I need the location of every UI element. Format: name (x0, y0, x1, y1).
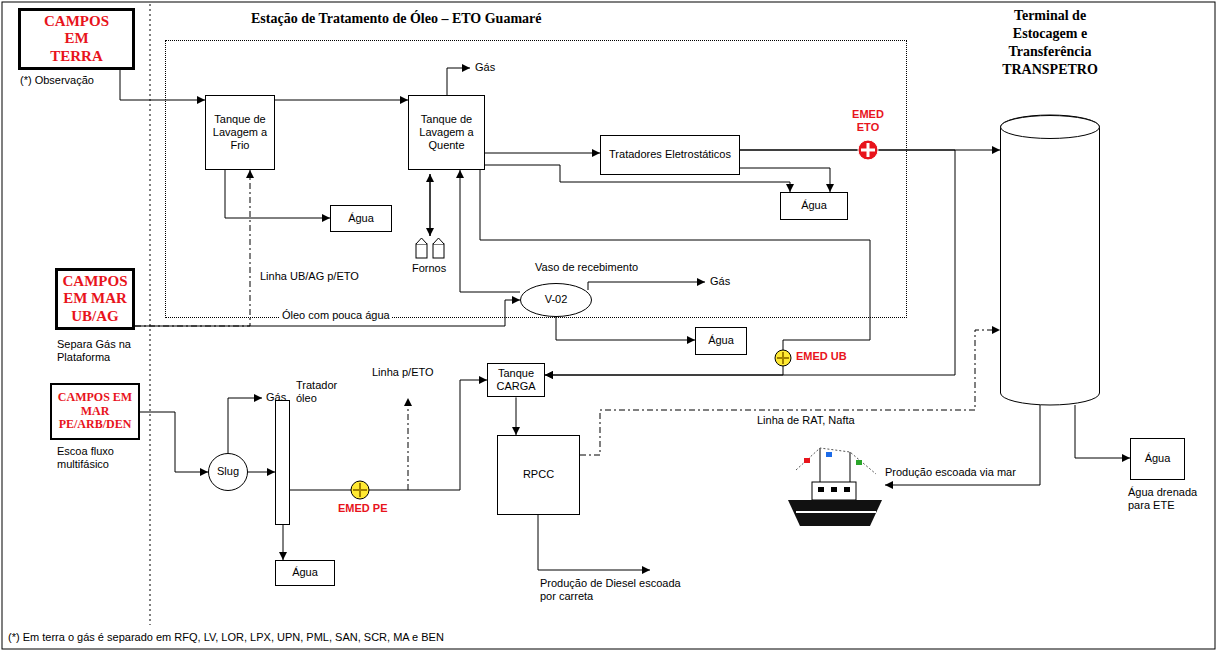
node-text: Tanque CARGA (491, 367, 541, 393)
gas-label: Gás (475, 61, 495, 74)
node-text: Slug (217, 465, 239, 478)
cylinder-outline (1000, 115, 1100, 405)
note-text: Separa Gás na Plataforma (57, 338, 145, 364)
meter-label: EMED ETO (848, 108, 888, 134)
node-text: V-02 (545, 293, 568, 306)
node-text: Tratadores Eletrostáticos (609, 148, 731, 161)
meter-symbol (775, 350, 791, 366)
gas-line (228, 398, 262, 453)
flow-connector (740, 168, 830, 192)
water-box: Água (330, 205, 392, 232)
gas-line (447, 68, 470, 95)
flow-connector (485, 153, 600, 154)
flow-connector (460, 170, 520, 292)
flow-connector (290, 380, 487, 490)
flow-connector (283, 525, 284, 560)
edge-label: Linha de RAT, Nafta (755, 414, 857, 427)
furnace-link (429, 174, 431, 236)
diesel-line (538, 515, 650, 570)
water-box: Água (695, 327, 747, 355)
ship-illustration (788, 448, 882, 526)
flow-label: Produção escoada via mar (885, 466, 1016, 479)
field-box: CAMPOS EM MAR PE/ARB/DEN (50, 383, 140, 440)
refinery-box: RPCC (497, 435, 580, 515)
tank-box: Tanque CARGA (487, 363, 545, 397)
flow-connector (1075, 405, 1130, 458)
node-heading: Estação de Tratamento de Óleo – ETO Guam… (251, 11, 541, 28)
slug-circle: Slug (208, 453, 248, 491)
flow-connector (120, 70, 205, 100)
process-box: Tratadores Eletrostáticos (600, 135, 740, 175)
node-heading: Tratador óleo (296, 379, 346, 405)
dashed-connector (135, 170, 250, 326)
line-label: Linha p/ETO (372, 366, 434, 379)
edge-label: Óleo com pouca água (280, 309, 392, 322)
node-text: Água (1145, 452, 1171, 465)
furnace-symbol (416, 238, 444, 258)
node-text: CAMPOS EM MAR UB/AG (60, 273, 130, 325)
water-box: Água (1130, 438, 1185, 480)
field-box: CAMPOS EM TERRA (18, 8, 135, 70)
node-heading: Vaso de recebimento (535, 261, 638, 274)
edge-label: Linha UB/AG p/ETO (258, 270, 361, 283)
flow-connector (135, 300, 520, 326)
node-heading: Terminal de Estocagem e Transferência TR… (985, 7, 1115, 79)
tank-box: Tanque de Lavagem a Quente (408, 95, 485, 170)
node-text: Água (708, 334, 734, 347)
flow-connector (556, 317, 695, 340)
node-text: CAMPOS EM TERRA (43, 13, 110, 65)
node-text: Água (348, 212, 374, 225)
flow-connector (480, 170, 870, 375)
node-text: Água (292, 566, 318, 579)
meter-symbol (351, 481, 369, 499)
flow-connector (248, 472, 275, 473)
flow-connector (275, 100, 408, 101)
meter-label: EMED PE (338, 502, 388, 515)
furnace-label: Fornos (412, 262, 446, 275)
tank-box: Tanque de Lavagem a Frio (205, 95, 275, 170)
water-box: Água (780, 192, 848, 220)
treater-column: Tratador óleo (275, 400, 290, 525)
meter-symbol (858, 140, 878, 160)
node-text: Tanque de Lavagem a Frio (209, 113, 271, 153)
storage-tank: Terminal de Estocagem e Transferência TR… (1000, 115, 1100, 405)
note-text: Água drenada para ETE (1128, 486, 1200, 512)
flow-connector (516, 397, 517, 435)
dashed-line (408, 398, 409, 490)
node-text: Tanque de Lavagem a Quente (412, 113, 481, 153)
sea-line (885, 405, 1040, 485)
meter-label: EMED UB (796, 350, 847, 363)
separator-line (150, 4, 151, 625)
vessel-ellipse: Vaso de recebimentoV-02 (520, 283, 592, 317)
water-box: Água (275, 560, 335, 586)
gas-label: Gás (266, 391, 286, 404)
flow-connector (225, 170, 330, 218)
dashed-connector (580, 330, 1000, 455)
gas-line (588, 282, 705, 290)
node-text: Água (801, 199, 827, 212)
flow-label: Produção de Diesel escoada por carreta (540, 577, 690, 603)
footnote: (*) Em terra o gás é separado em RFQ, LV… (8, 631, 444, 644)
field-box: CAMPOS EM MAR UB/AG (55, 268, 135, 330)
gas-label: Gás (710, 275, 730, 288)
note-text: Escoa fluxo multifásico (57, 445, 145, 471)
node-text: CAMPOS EM MAR PE/ARB/DEN (54, 391, 136, 432)
node-text: RPCC (523, 468, 554, 481)
note-ref: (*) Observação (20, 74, 94, 87)
